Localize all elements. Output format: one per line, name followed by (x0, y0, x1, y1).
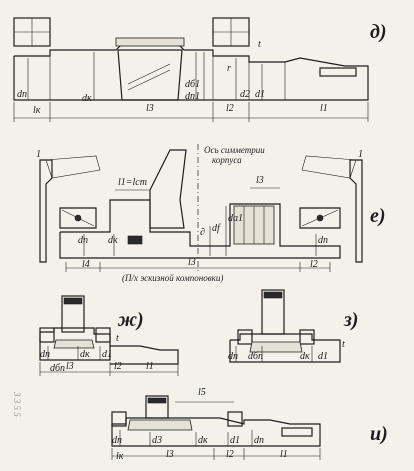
d-label-dp1: dп1 (185, 91, 200, 102)
zh-label-dn: dп (40, 349, 50, 360)
e-label-l4: l4 (82, 259, 90, 270)
i-label-lk: lк (116, 451, 124, 462)
d-label-db1: dб1 (185, 79, 201, 90)
view-z-letter: з) (344, 309, 359, 331)
view-e-assembly (39, 144, 363, 272)
view-e-letter: е) (370, 205, 386, 227)
e-label-l3: l3 (188, 257, 196, 268)
z-label-dbn: dбп (248, 351, 264, 362)
d-label-d1: d1 (255, 89, 265, 100)
e-label-df: df (212, 223, 220, 234)
e-label-lstup: l1=lст (118, 177, 147, 188)
e-label-da1: da1 (228, 213, 243, 224)
view-i-letter: и) (370, 423, 388, 445)
e-axis-note-line2: корпуса (212, 155, 242, 165)
e-label-delta: ∂ (200, 227, 205, 238)
e-label-dk: dк (108, 235, 118, 246)
view-z-shaft (229, 289, 341, 363)
i-label-l2: l2 (226, 449, 234, 460)
i-label-l5: l5 (198, 387, 206, 398)
d-label-l2: l2 (226, 103, 234, 114)
i-label-dp: dп (254, 435, 264, 446)
z-label-dk: dк (300, 351, 310, 362)
z-label-t: t (342, 339, 345, 350)
e-label-l2: l2 (310, 259, 318, 270)
zh-label-t: t (116, 333, 119, 344)
d-label-l3: l3 (146, 103, 154, 114)
d-label-r: r (227, 63, 231, 74)
view-zh-letter: ж) (118, 309, 144, 331)
d-label-d2: d2 (240, 89, 250, 100)
i-label-d1: d1 (230, 435, 240, 446)
d-label-l1: l1 (320, 103, 328, 114)
zh-label-d1: d1 (102, 349, 112, 360)
view-zh-shaft (39, 295, 179, 376)
view-d-letter: д) (370, 21, 387, 43)
z-label-d1p: d1 (318, 351, 328, 362)
e-label-dp: dп (318, 235, 328, 246)
e-label-n1a: 1 (36, 149, 41, 160)
i-label-d3: d3 (152, 435, 162, 446)
e-label-l3top: l3 (256, 175, 264, 186)
zh-label-l1: l1 (146, 361, 154, 372)
zh-label-dbp: dбп (50, 363, 66, 374)
e-caption: (П/х эскизной компоновки) (122, 273, 224, 283)
view-d-shaft (13, 17, 369, 122)
i-label-dn: dп (112, 435, 122, 446)
d-label-lk: lк (33, 105, 41, 116)
d-label-dk: dк (82, 93, 92, 104)
e-label-n1b: 1 (358, 149, 363, 160)
e-axis-note-line1: Ось симметрии (204, 145, 265, 155)
zh-label-l3: l3 (66, 361, 74, 372)
z-label-dn: dп (228, 351, 238, 362)
zh-label-dk: dк (80, 349, 90, 360)
d-label-dn: dп (17, 89, 27, 100)
i-label-l3: l3 (166, 449, 174, 460)
side-note: 3 3 5 5 (12, 392, 22, 417)
view-i-shaft (111, 395, 321, 460)
i-label-l1: l1 (280, 449, 288, 460)
e-label-dn: dп (78, 235, 88, 246)
d-label-t: t (258, 39, 261, 50)
i-label-dk: dк (198, 435, 208, 446)
zh-label-l2: l2 (114, 361, 122, 372)
